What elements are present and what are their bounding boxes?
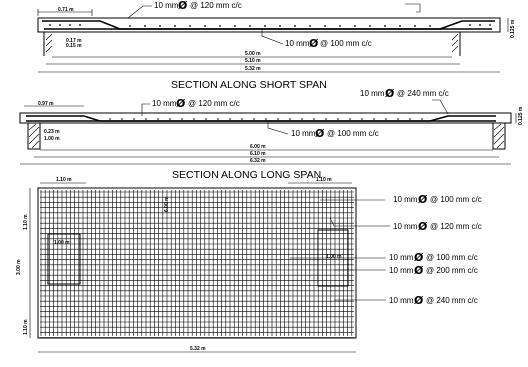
plan-callout-5-phi: Ø (414, 294, 424, 307)
plan-callout-3-dia: 10 mm (389, 253, 414, 262)
plan-dim-left-top: 1.10 m (23, 214, 29, 230)
plan-outline (37, 187, 357, 339)
plan-callouts: 10 mm Ø @ 100 mm c/c 10 mm Ø @ 120 mm c/… (290, 193, 482, 307)
long-bottom-phi: Ø (315, 127, 325, 140)
plan-grid (40, 190, 357, 338)
plan-dim-left-bottom: 1.10 m (23, 319, 29, 335)
long-top-left-dia: 10 mm (152, 99, 177, 108)
short-dim-071: 0.71 m (58, 7, 74, 13)
long-span-slab (19, 112, 512, 124)
long-dim-097: 0.97 m (38, 101, 54, 107)
short-bottom-phi: Ø (309, 37, 319, 50)
plan-callout-2-dia: 10 mm (393, 222, 418, 231)
long-top-left-phi: Ø (176, 97, 186, 110)
long-distribution-dots (109, 118, 423, 120)
long-dim-100: 1.00 m (44, 136, 60, 142)
plan-callout-2-phi: Ø (418, 220, 428, 233)
short-span-title: SECTION ALONG SHORT SPAN (171, 79, 327, 91)
long-bottom-dia: 10 mm (291, 129, 316, 138)
short-dim-500: 5.00 m (245, 51, 261, 57)
long-dim-023: 0.23 m (44, 129, 60, 135)
short-dim-015: 0.15 m (66, 43, 82, 49)
long-dim-610: 6.10 m (250, 151, 266, 157)
short-dim-0125: 0.125 m (510, 19, 516, 38)
plan-callout-2-spacing: @ 120 mm c/c (430, 222, 482, 231)
long-span-section: 0.97 m 0.23 m 1.00 m 0.125 m 10 mm (19, 87, 524, 181)
plan-dim-inner-left: 1.00 m (54, 240, 70, 246)
plan-dim-top-left: 1.10 m (56, 177, 72, 183)
short-right-support (451, 32, 461, 56)
short-span-section: 0.71 m 0.17 m 0.15 m (37, 0, 516, 91)
plan-dim-inner-right: 1.00 m (326, 254, 342, 260)
short-distribution-dots (49, 24, 491, 27)
short-dim-017: 0.17 m (66, 38, 82, 44)
short-dim-510: 5.10 m (245, 58, 261, 64)
plan-section: 1.10 m 1.10 m 1.10 m 1.10 m 3.00 m 5.32 … (16, 177, 482, 353)
plan-callout-4-dia: 10 mm (389, 266, 414, 275)
long-span-title: SECTION ALONG LONG SPAN (172, 169, 321, 181)
short-top-bar-spacing: @ 120 mm c/c (190, 1, 242, 10)
long-top-right-dia: 10 mm (360, 89, 385, 98)
short-span-slab (37, 17, 501, 33)
long-top-right-phi: Ø (385, 87, 395, 100)
long-right-support (492, 122, 506, 150)
short-top-bar-dia: 10 mm (154, 1, 179, 10)
plan-dim-inner-vertical: 6.00 m (164, 196, 170, 212)
plan-callout-5-spacing: @ 240 mm c/c (426, 296, 478, 305)
plan-callout-3-phi: Ø (414, 251, 424, 264)
plan-dim-bottom: 5.32 m (190, 346, 206, 352)
long-dim-0125: 0.125 m (518, 106, 524, 125)
plan-callout-1-spacing: @ 100 mm c/c (430, 195, 482, 204)
long-dim-600: 6.00 m (250, 144, 266, 150)
plan-callout-3-spacing: @ 100 mm c/c (426, 253, 478, 262)
long-dim-632: 6.32 m (250, 158, 266, 164)
short-left-support (43, 32, 53, 56)
short-top-phi: Ø (178, 0, 188, 12)
plan-dim-top-right: 1.10 m (316, 177, 332, 183)
long-left-support (27, 122, 41, 150)
plan-callout-5-dia: 10 mm (389, 296, 414, 305)
long-top-right-spacing: @ 240 mm c/c (397, 89, 449, 98)
short-dim-532: 5.32 m (245, 66, 261, 72)
short-bottom-bar-spacing: @ 100 mm c/c (320, 39, 372, 48)
plan-dim-left-overall: 3.00 m (16, 259, 22, 275)
short-bottom-bar-dia: 10 mm (285, 39, 310, 48)
long-bottom-spacing: @ 100 mm c/c (327, 129, 379, 138)
plan-opening-left (47, 233, 81, 285)
plan-callout-4-spacing: @ 200 mm c/c (426, 266, 478, 275)
plan-callout-4-phi: Ø (414, 264, 424, 277)
plan-callout-1-phi: Ø (418, 193, 428, 206)
short-top-bar (42, 20, 495, 30)
plan-callout-1-dia: 10 mm (393, 195, 418, 204)
long-top-left-spacing: @ 120 mm c/c (188, 99, 240, 108)
